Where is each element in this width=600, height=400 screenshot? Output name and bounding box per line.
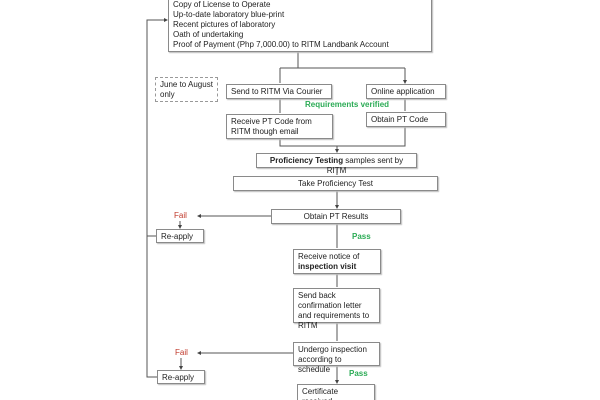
pass-label: Pass [352,232,371,241]
requirement-item: Up-to-date laboratory blue-print [173,10,285,19]
fail-label: Fail [174,211,187,220]
reapply-box: Re-apply [157,370,205,384]
certificate-box: Certificate received [297,384,375,400]
fail-label: Fail [175,348,188,357]
receive-code-box: Receive PT Code from RITM though email [226,114,333,139]
notice-text: Receive notice of [298,252,360,261]
obtain-code-box: Obtain PT Code [366,112,446,127]
notice-bold: inspection visit [298,262,357,271]
requirements-verified-label: Requirements verified [305,100,390,109]
requirement-item: Copy of License to Operate [173,0,271,9]
send-courier-box: Send to RITM Via Courier [226,84,332,99]
inspection-notice-box: Receive notice of inspection visit [293,249,381,274]
undergo-inspection-box: Undergo inspection according to schedule [293,342,380,374]
pt-rest: samples sent by RITM [326,156,404,175]
pt-samples-box: Proficiency Testing samples sent by RITM [256,153,417,175]
pass-label: Pass [349,369,368,378]
requirement-item: Proof of Payment (Php 7,000.00) to RITM … [173,40,389,49]
requirement-item: Oath of undertaking [173,30,244,39]
pt-bold: Proficiency Testing [269,156,344,165]
requirements-box: Copy of License to Operate Up-to-date la… [168,0,432,52]
date-note: June to August only [155,77,218,102]
reapply-box: Re-apply [156,229,204,243]
pt-results-box: Obtain PT Results [271,209,401,224]
take-test-box: Take Proficiency Test [233,176,438,191]
send-back-box: Send back confirmation letter and requir… [293,288,380,330]
requirement-item: Recent pictures of laboratory [173,20,276,29]
online-application-box: Online application [366,84,446,99]
